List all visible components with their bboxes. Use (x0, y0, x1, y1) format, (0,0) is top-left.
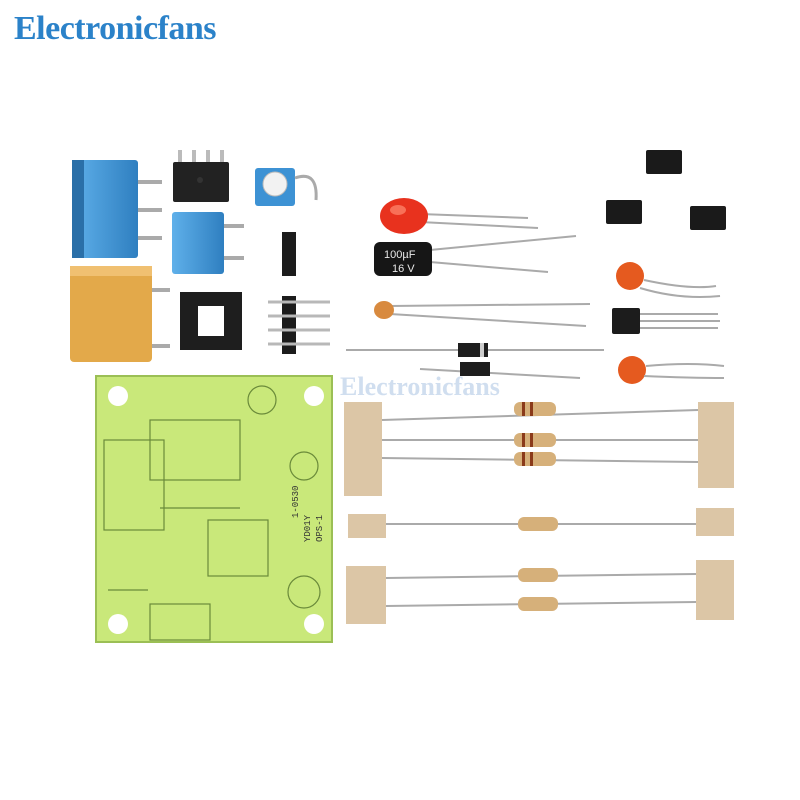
photoresistor (374, 301, 591, 327)
ic-socket (180, 292, 242, 350)
brand-logo: Electronicfans (14, 10, 217, 47)
pcb-label-ops: OPS-1 (315, 515, 325, 542)
red-led (380, 198, 539, 234)
diode (346, 343, 604, 379)
electrolytic-capacitor: 100µF 16 V (374, 235, 577, 276)
capacitor-voltage-label: 16 V (392, 263, 415, 275)
pcb-board: 1-0530 YD01Y OPS-1 (95, 375, 333, 643)
resistor-strip (344, 402, 734, 624)
jumper-caps (606, 150, 726, 230)
ceramic-capacitors (616, 262, 725, 384)
pcb-label-side: YD01Y (303, 514, 313, 542)
capacitor-value-label: 100µF (384, 249, 416, 261)
ic-chip-dip8 (173, 150, 229, 202)
pin-header-4 (268, 296, 330, 354)
screw-terminal-3pin (72, 160, 162, 258)
pcb-label-top: 1-0530 (291, 486, 301, 518)
relay (70, 266, 170, 362)
pin-header-3 (268, 232, 332, 276)
watermark: Electronicfans (340, 372, 500, 401)
screw-terminal-2pin (172, 212, 244, 274)
trimmer-potentiometer (255, 168, 318, 206)
transistor (612, 308, 720, 334)
